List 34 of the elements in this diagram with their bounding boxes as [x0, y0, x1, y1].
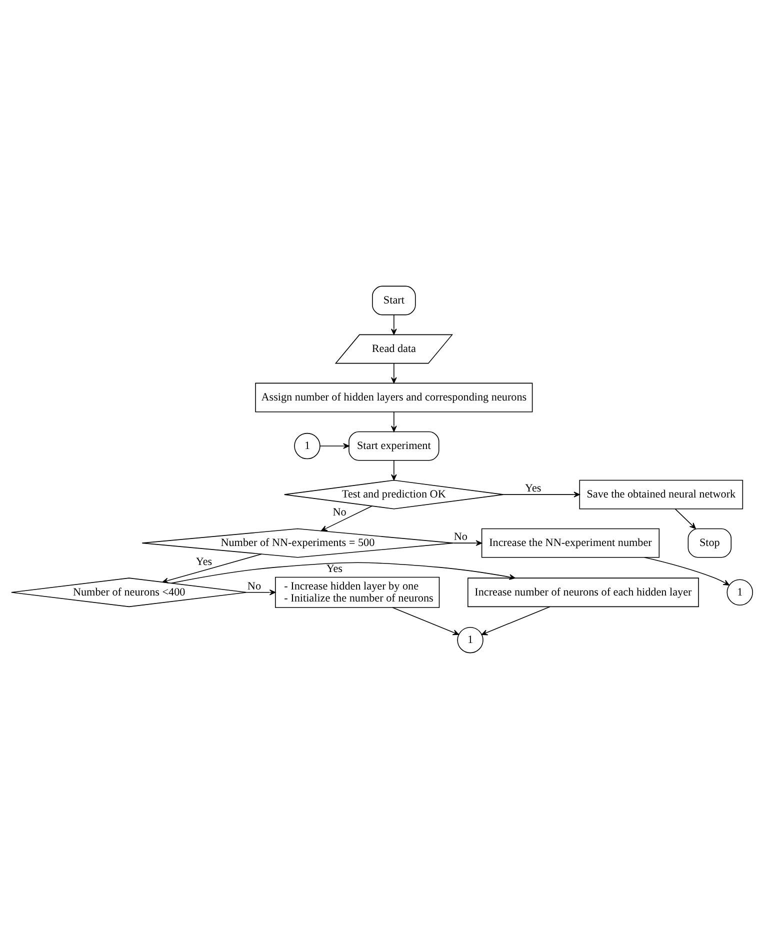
node-box: Save the obtained neural network: [579, 479, 744, 509]
node-circle: 1: [726, 578, 753, 605]
arrow: [674, 508, 696, 528]
edge-label: Yes: [196, 555, 212, 568]
arrow: [392, 606, 460, 635]
arrow: [391, 411, 397, 432]
node-box: Increase number of neurons of each hidden layer: [467, 577, 699, 607]
edge-label: Yes: [326, 562, 343, 574]
node-circle: 1: [457, 626, 484, 653]
node-box: Increase the NN-experiment number: [481, 528, 660, 558]
arrow: [162, 553, 262, 583]
edge-label: No: [332, 506, 346, 518]
edge-label: Yes: [525, 482, 542, 494]
node-box: Stop: [688, 528, 732, 558]
arrow: [503, 491, 580, 497]
arrow: [644, 556, 730, 585]
arrow: [391, 460, 397, 480]
arrow: [452, 540, 482, 546]
edge-label: No: [247, 580, 262, 592]
arrow: [246, 588, 276, 595]
node-circle: 1: [294, 432, 320, 459]
arrow: [391, 314, 397, 334]
node-box: - Increase hidden layer by one - Initialize the number of neurons: [275, 576, 440, 608]
node-diamond: Test and prediction OK: [284, 479, 504, 509]
arrow: [391, 362, 397, 383]
arrow: [320, 442, 350, 448]
node-box: Start: [372, 285, 416, 315]
node-diamond: Number of NN-experiments = 500: [142, 528, 454, 558]
arrow: [171, 562, 516, 584]
node-box: Assign number of hidden layers and corresponding neurons: [255, 382, 533, 412]
edge-label: No: [454, 530, 468, 543]
arrow: [320, 505, 372, 531]
node-box: Start experiment: [348, 430, 440, 460]
arrow: [481, 606, 550, 635]
